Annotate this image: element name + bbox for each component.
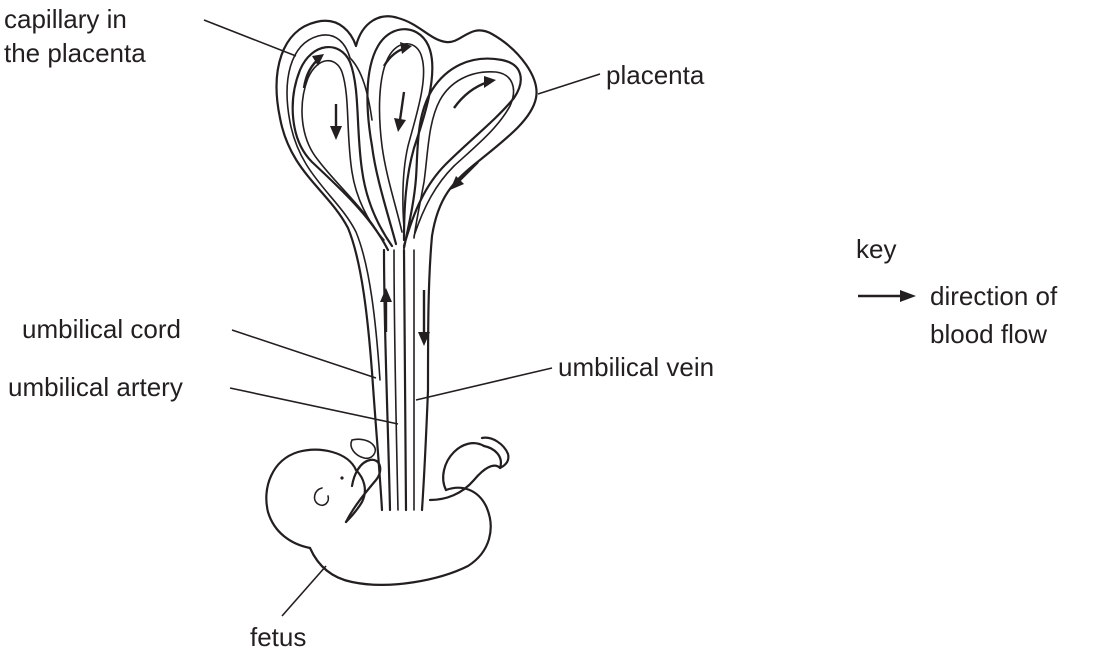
key-line1: direction of	[930, 281, 1058, 311]
fetus-arm	[346, 460, 380, 522]
leader-umbilical-cord	[232, 330, 376, 378]
key-arrow-icon-head	[900, 290, 916, 302]
umbilical-vein-left-wall	[404, 250, 406, 510]
fetus-foot	[482, 438, 508, 468]
fetus-back	[310, 488, 491, 585]
flow-arrow-left-loop-down-head	[330, 126, 342, 140]
flow-arrow-right-loop-up-head	[484, 76, 496, 88]
fetus-head	[266, 450, 356, 548]
label-fetus: fetus	[250, 622, 306, 652]
fetus-leg-lower	[430, 466, 500, 500]
label-umbilical-artery: umbilical artery	[8, 372, 183, 402]
flow-arrow-artery-up-head	[380, 288, 392, 302]
key: key direction of blood flow	[856, 234, 1058, 349]
umbilical-cord-outer-right	[422, 390, 428, 510]
fetus-eye	[340, 476, 343, 479]
umbilical-cord-outer-left	[372, 372, 382, 510]
label-umbilical-cord: umbilical cord	[22, 314, 181, 344]
blood-flow-arrows	[304, 42, 496, 346]
flow-arrow-right-loop-down	[458, 162, 478, 182]
fetus-figure	[266, 438, 508, 585]
label-umbilical-vein: umbilical vein	[558, 352, 714, 382]
leader-placenta	[538, 74, 600, 94]
fetus-hand	[351, 439, 375, 458]
flow-arrow-middle-loop-down-head	[394, 118, 406, 132]
leader-capillary	[204, 20, 296, 56]
key-title: key	[856, 234, 896, 264]
umbilical-artery-left-wall	[384, 250, 390, 510]
labels: capillary in the placenta placenta umbil…	[4, 4, 714, 652]
umbilical-artery-right-wall	[394, 250, 398, 510]
fetus-leg-upper	[443, 443, 484, 490]
key-line2: blood flow	[930, 319, 1047, 349]
label-capillary-line1: capillary in	[4, 4, 127, 34]
label-capillary-line2: the placenta	[4, 38, 146, 68]
fetus-ear	[315, 488, 329, 505]
flow-arrow-right-loop-up	[454, 82, 488, 108]
flow-arrow-middle-loop-down	[400, 92, 404, 120]
label-placenta: placenta	[606, 60, 705, 90]
capillary-loops	[293, 29, 521, 250]
capillary-loop-right-outer	[404, 59, 521, 248]
leader-umbilical-vein	[416, 368, 552, 400]
leader-fetus	[282, 566, 326, 616]
